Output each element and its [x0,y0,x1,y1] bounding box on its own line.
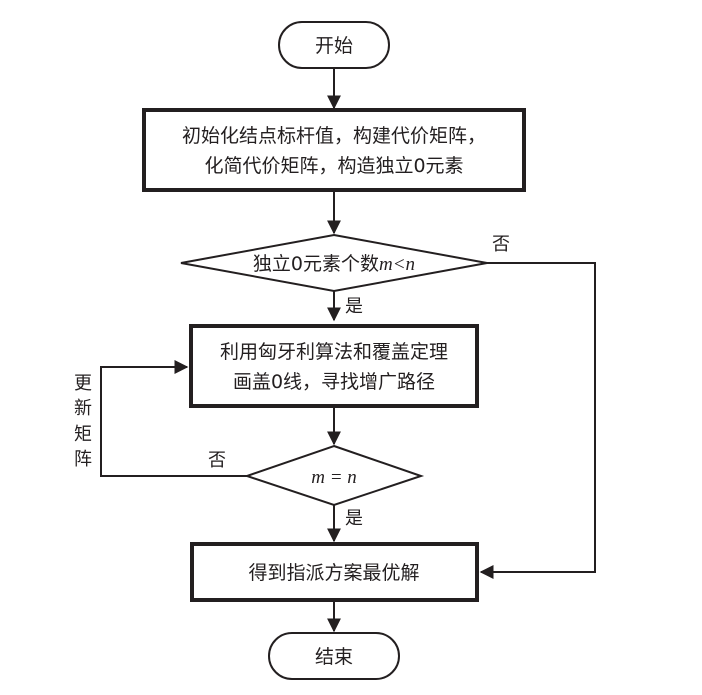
init-label-line2: 化简代价矩阵，构造独立0元素 [204,155,463,177]
decision1-yes-label: 是 [345,296,363,317]
decision1-no-label: 否 [492,234,510,255]
decision1-label: 独立0元素个数m<n [253,253,415,275]
hungarian-node: 利用匈牙利算法和覆盖定理 画盖0线，寻找增广路径 [189,324,479,408]
update-matrix-char-2: 新 [74,398,92,419]
decision2-node: m = n [243,444,425,507]
init-shape [142,108,526,192]
decision2-no-label: 否 [208,450,226,471]
update-matrix-char-4: 阵 [74,449,92,470]
decision2-yes-label: 是 [345,508,363,529]
init-node: 初始化结点标杆值，构建代价矩阵， 化简代价矩阵，构造独立0元素 [142,108,526,192]
hungarian-label-line2: 画盖0线，寻找增广路径 [233,371,435,393]
decision1-node: 独立0元素个数m<n [180,233,488,293]
hungarian-shape [189,324,479,408]
result-shape [190,542,479,602]
hungarian-label-line1: 利用匈牙利算法和覆盖定理 [220,341,448,363]
decision1-label-prefix: 独立0元素个数 [253,253,379,275]
init-label-line1: 初始化结点标杆值，构建代价矩阵， [182,125,486,147]
start-node: 开始 [278,21,390,69]
update-matrix-char-3: 矩 [74,424,92,445]
end-node: 结束 [268,632,400,680]
result-label: 得到指派方案最优解 [248,562,419,584]
decision1-label-math: m<n [379,254,415,275]
end-shape [268,632,400,680]
update-matrix-label: 更 新 矩 阵 [74,373,92,470]
decision2-label: m = n [311,467,357,488]
edge-decision1-no [479,262,596,579]
edge-decision2-no [100,360,247,477]
update-matrix-char-1: 更 [74,373,92,394]
end-label: 结束 [315,646,353,668]
start-label: 开始 [315,35,353,57]
result-node: 得到指派方案最优解 [190,542,479,602]
